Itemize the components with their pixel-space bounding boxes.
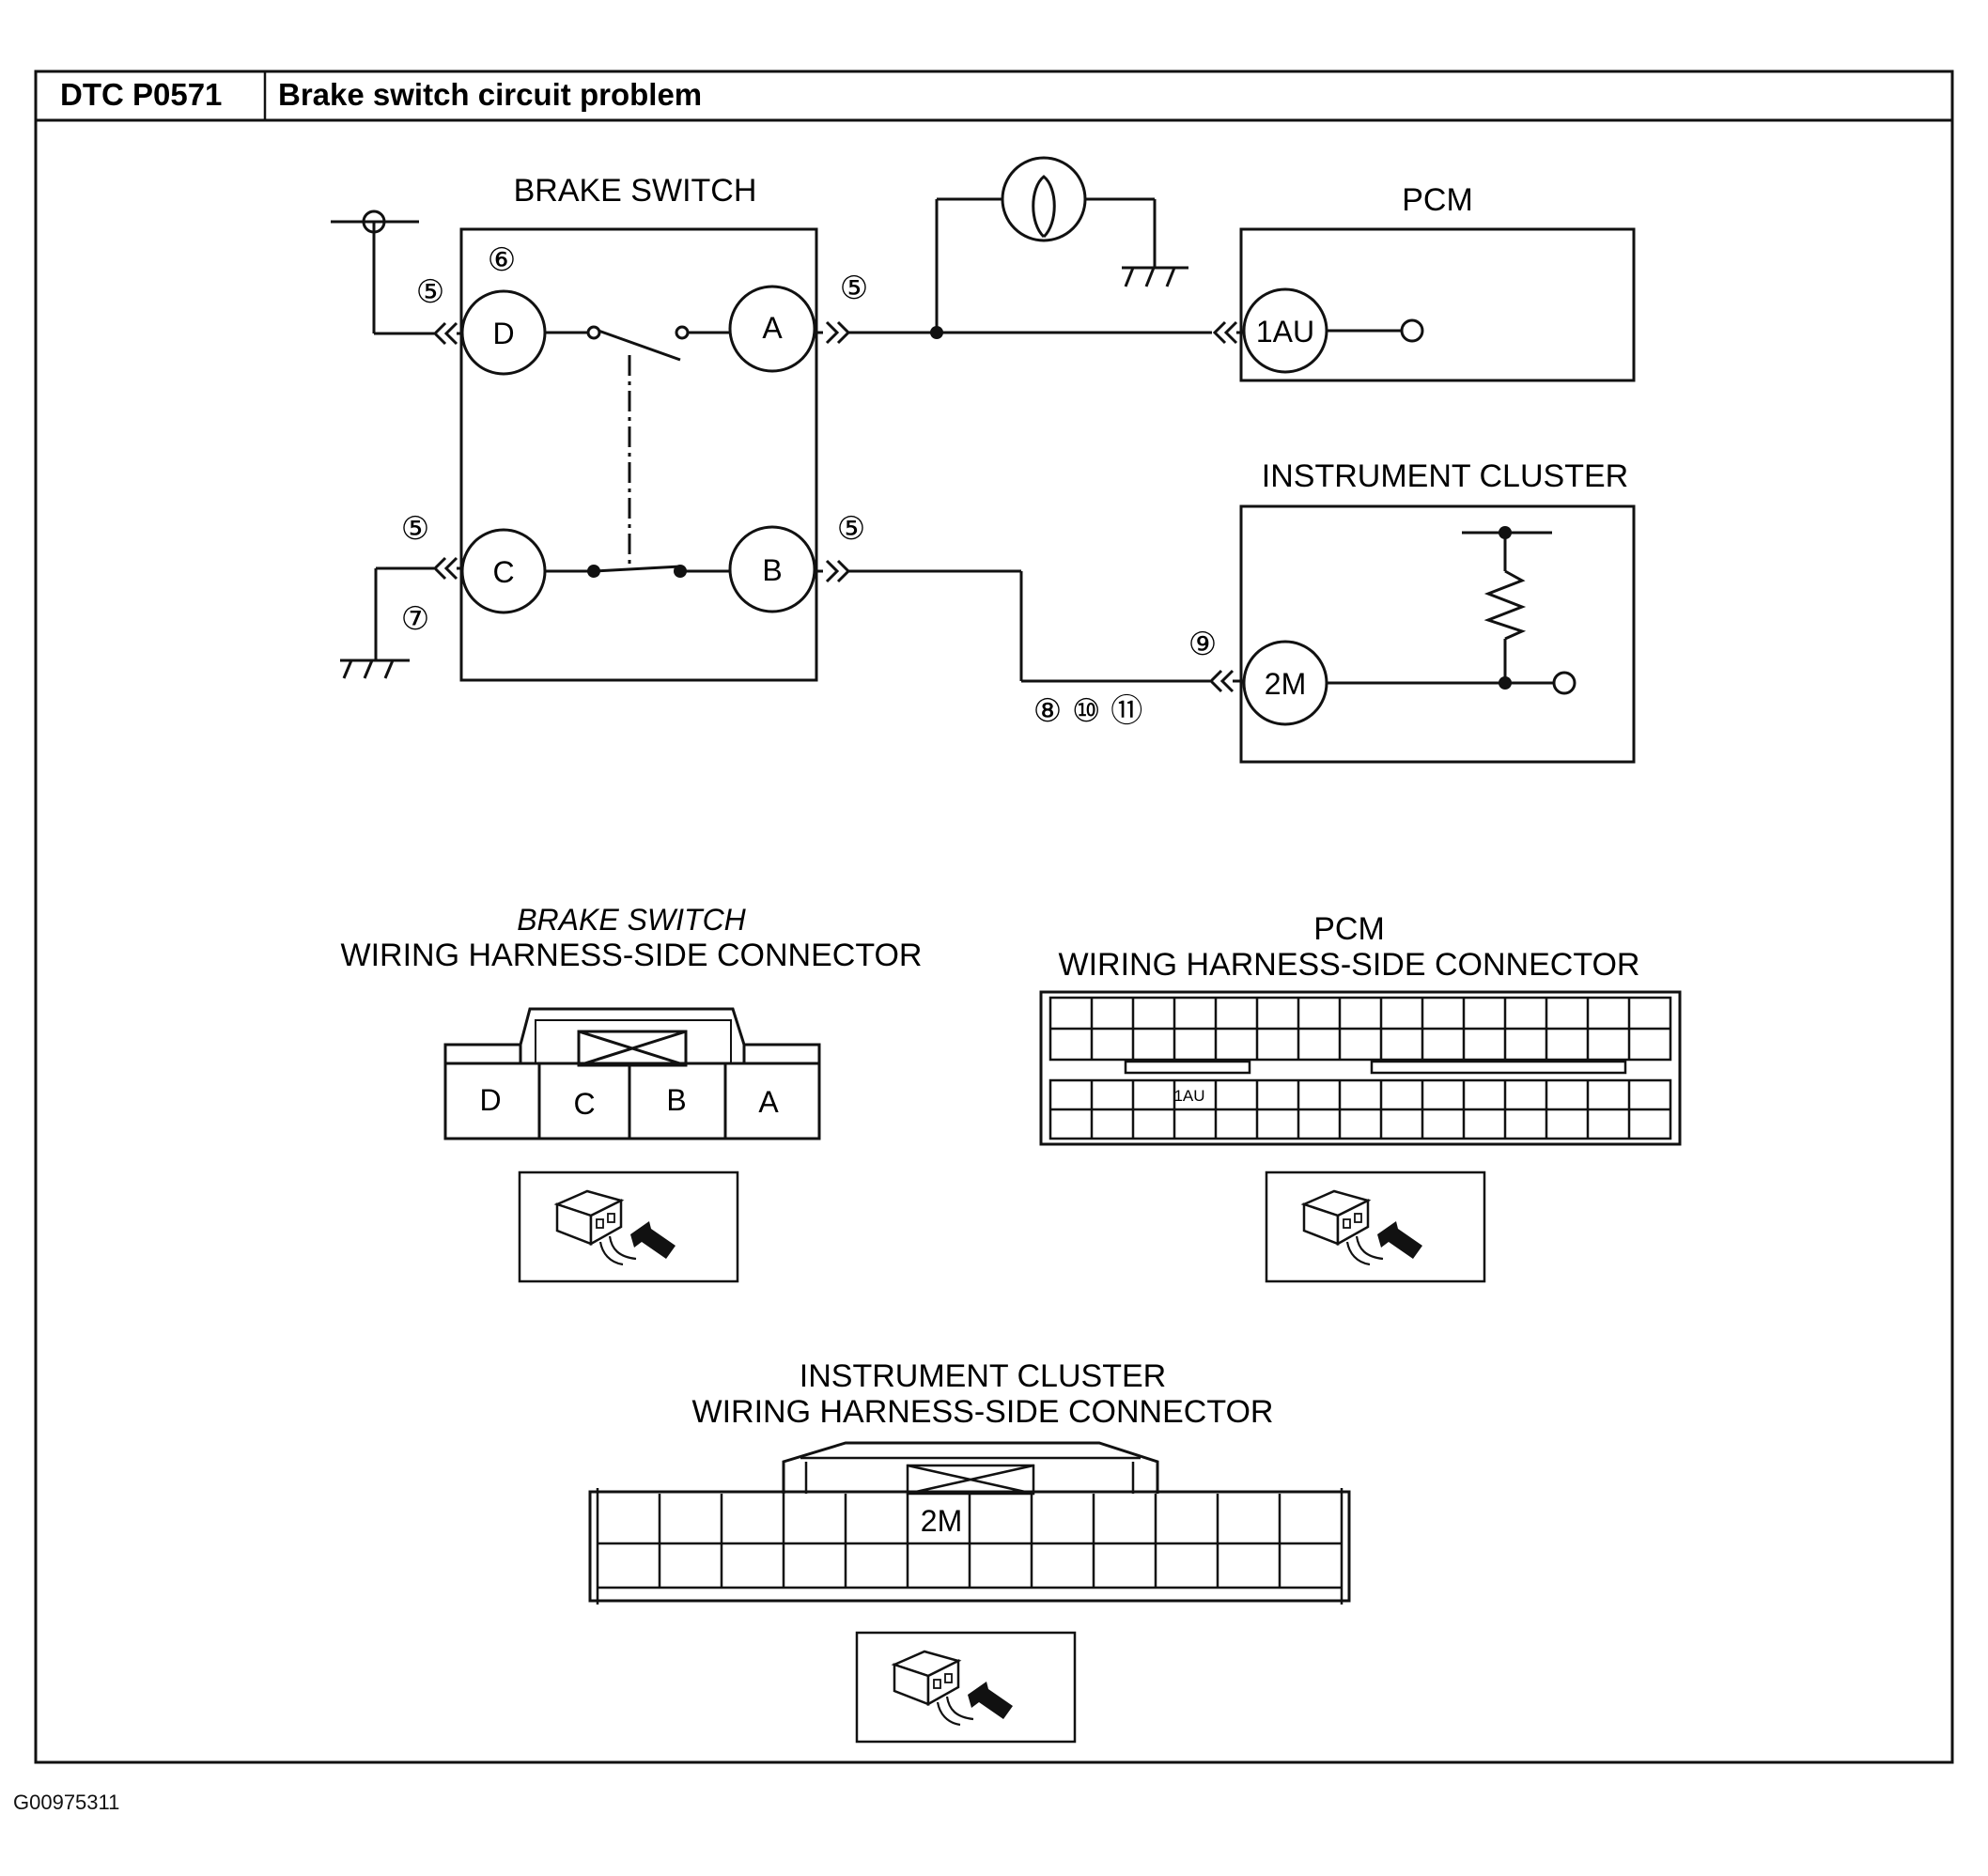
harness-view-icon <box>855 1631 1077 1744</box>
brake-connector-pin-b: B <box>666 1083 686 1117</box>
cluster-connector-title: INSTRUMENT CLUSTER <box>800 1358 1166 1394</box>
pcm-connector-pin-1au: 1AU <box>1173 1087 1204 1105</box>
step-marker-5-a: ⑤ <box>840 270 868 307</box>
junction-dots <box>587 326 1512 690</box>
brake-switch-connector-title: BRAKE SWITCH <box>517 903 746 937</box>
step-marker-6: ⑥ <box>488 241 516 279</box>
pcm-connector-title: PCM <box>1313 911 1385 947</box>
step-marker-7: ⑦ <box>401 600 429 638</box>
brake-connector-pin-c: C <box>573 1087 595 1121</box>
brake-connector-pin-a: A <box>758 1085 779 1119</box>
dtc-title: Brake switch circuit problem <box>278 77 702 112</box>
terminal-1au: 1AU <box>1256 315 1314 349</box>
schematic <box>331 156 1636 764</box>
brake-switch-connector-subtitle: WIRING HARNESS-SIDE CONNECTOR <box>341 938 923 973</box>
instrument-cluster-label: INSTRUMENT CLUSTER <box>1262 458 1628 494</box>
brake-switch-box <box>459 227 818 682</box>
brake-switch-connector <box>443 1007 821 1140</box>
harness-view-icon <box>1265 1171 1486 1283</box>
step-marker-9: ⑨ <box>1188 626 1217 663</box>
brake-switch-label: BRAKE SWITCH <box>514 173 757 209</box>
harness-view-icon <box>518 1171 739 1283</box>
pcm-connector <box>1039 990 1682 1146</box>
step-marker-5-b: ⑤ <box>837 510 865 548</box>
terminal-b: B <box>762 553 782 587</box>
cluster-connector-pin-2m: 2M <box>921 1504 962 1538</box>
terminal-a: A <box>762 311 783 345</box>
terminal-d: D <box>492 317 514 350</box>
terminal-c: C <box>492 555 514 589</box>
terminal-2m: 2M <box>1265 667 1306 701</box>
header-frame <box>34 70 1954 1764</box>
brake-connector-pin-d: D <box>479 1083 501 1117</box>
step-marker-5-d: ⑤ <box>416 273 444 311</box>
step-markers-8-10-11: ⑧ ⑩ ⑪ <box>1033 692 1143 730</box>
pcm-connector-cells <box>1090 998 1631 1139</box>
pcm-connector-subtitle: WIRING HARNESS-SIDE CONNECTOR <box>1059 947 1640 983</box>
pcm-box <box>1239 227 1636 382</box>
step-marker-5-c: ⑤ <box>401 510 429 548</box>
cluster-connector-subtitle: WIRING HARNESS-SIDE CONNECTOR <box>692 1394 1274 1430</box>
figure-id: G00975311 <box>13 1791 120 1814</box>
cluster-connector-cells <box>658 1494 1281 1588</box>
pcm-label: PCM <box>1402 182 1473 218</box>
instrument-cluster-box <box>1239 504 1636 764</box>
dtc-code: DTC P0571 <box>60 77 222 112</box>
